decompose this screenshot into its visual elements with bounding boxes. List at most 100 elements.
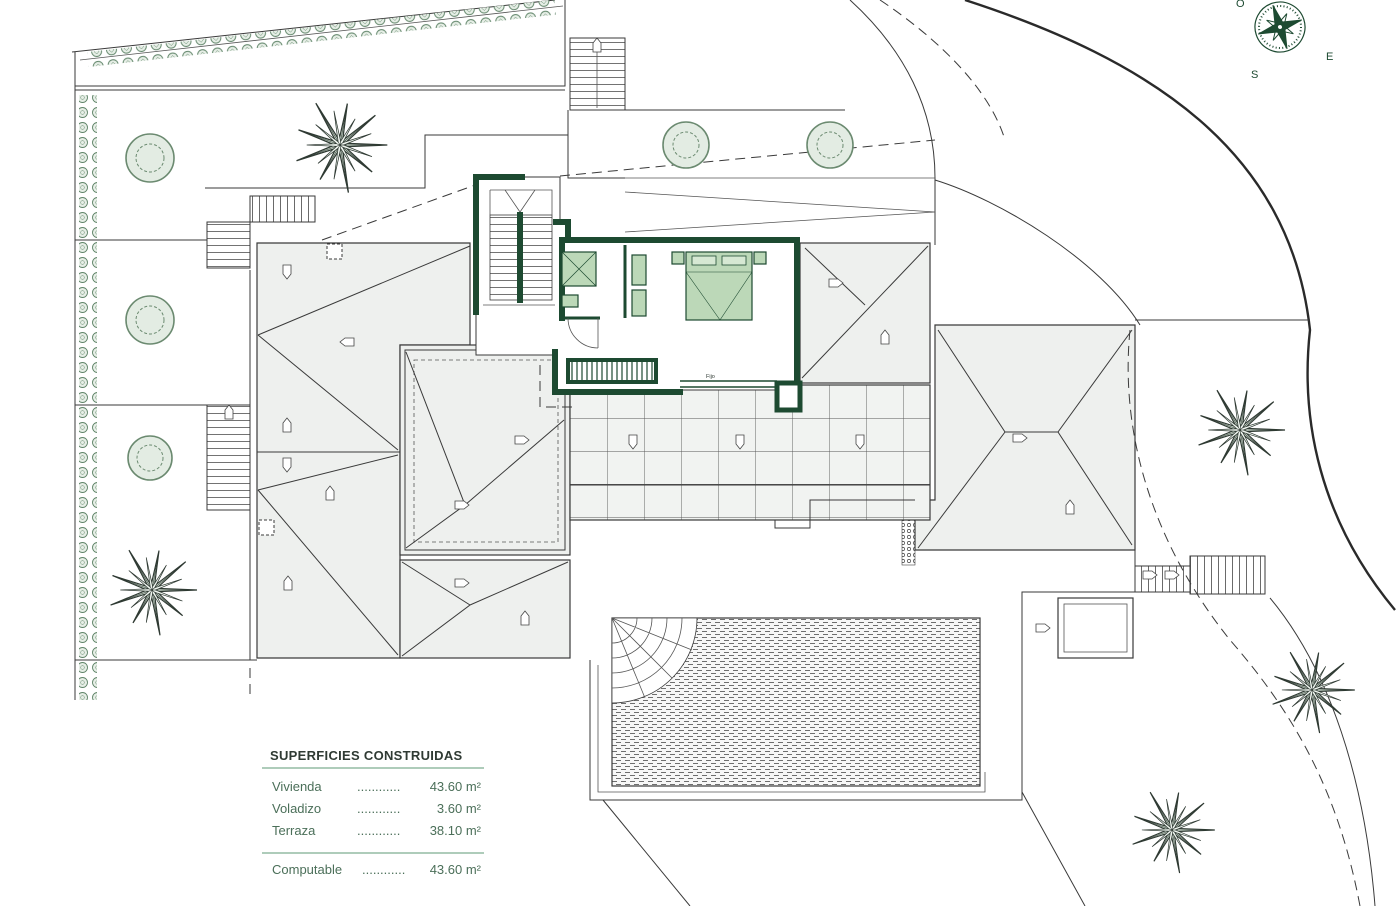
pool-steps <box>611 617 693 699</box>
site-edge-lines-south <box>602 791 1086 906</box>
pillow <box>721 255 747 266</box>
slope-arrow <box>1035 623 1051 633</box>
stair-east <box>1189 555 1266 595</box>
roof-vent <box>326 243 343 260</box>
nightstand <box>753 251 767 265</box>
summary-row-value: 38.10 m² <box>430 823 482 838</box>
east-landscape <box>934 0 1396 906</box>
roof-south-hips <box>401 561 569 657</box>
round-shrub <box>806 121 854 169</box>
dashed-path-curve <box>1127 329 1361 906</box>
shrub-texture <box>135 305 165 335</box>
compass-east-label: E <box>1326 51 1333 63</box>
window-label: Fijo <box>706 374 715 380</box>
hedge-row-bottom-edge <box>75 0 566 87</box>
stair-north <box>569 37 626 111</box>
shower-tray-slope <box>561 251 597 287</box>
round-shrub <box>662 121 710 169</box>
roof-northeast-hips <box>801 245 929 379</box>
built-area-summary: SUPERFICIES CONSTRUIDAS Vivienda .......… <box>262 748 484 877</box>
terrace-divider-lines <box>75 89 565 661</box>
palm-tree <box>1197 389 1286 476</box>
terrace <box>569 384 931 529</box>
wardrobe-unit <box>631 254 647 286</box>
summary-total-label: Computable <box>272 862 342 877</box>
north-garden-lines <box>205 0 1006 245</box>
pool-water <box>611 617 981 787</box>
roof-vent <box>258 519 275 536</box>
upper-floor-projection-dashed <box>539 365 572 408</box>
stair-west-lower <box>206 404 251 511</box>
pool-equipment-box <box>1057 597 1134 659</box>
summary-row-label: Vivienda <box>272 779 322 794</box>
summary-row-leader: ............ <box>357 801 400 816</box>
curved-garden-edge <box>849 0 936 245</box>
pillow <box>691 255 717 266</box>
stair-west-upper <box>206 221 251 269</box>
summary-row-leader: ............ <box>357 823 400 838</box>
roof-south <box>399 559 571 659</box>
palm-tree <box>1132 791 1216 874</box>
summary-row-value: 43.60 m² <box>430 779 482 794</box>
shrub-outline <box>806 121 854 169</box>
hedge-row-west <box>79 95 97 700</box>
pool-deck-inner-edge <box>597 665 986 793</box>
summary-row-leader: ............ <box>357 779 400 794</box>
plot-boundary-curve <box>964 0 1396 611</box>
summary-title: SUPERFICIES CONSTRUIDAS <box>270 748 463 763</box>
compass-rose: O S E <box>1236 0 1333 81</box>
driveway-edge <box>1269 597 1376 906</box>
shrub-texture <box>136 444 164 472</box>
west-garden-terraces <box>75 89 565 700</box>
walk-in-closet <box>566 358 658 384</box>
stair-west-upper-horizontal <box>249 195 316 223</box>
summary-row-label: Terraza <box>272 823 316 838</box>
summary-row-value: 3.60 m² <box>437 801 482 816</box>
shrub-outline <box>125 133 175 183</box>
eave-projection <box>624 177 936 233</box>
roof-planes <box>256 242 1136 659</box>
door-swing <box>567 317 599 349</box>
compass-west-label: O <box>1236 0 1245 10</box>
round-shrub <box>127 435 173 481</box>
roof-west-hips <box>257 245 471 656</box>
fixed-window <box>680 380 777 388</box>
roof-central-gutter-dashed <box>413 359 559 543</box>
shrub-outline <box>125 295 175 345</box>
roof-central <box>399 344 571 556</box>
terrace-paving <box>569 384 931 521</box>
nightstand <box>671 251 685 265</box>
roof-east-hips <box>917 329 1133 549</box>
site-boundary-northwest <box>71 0 566 700</box>
bed-cover-fold <box>685 271 753 321</box>
interior-stair-flight-right <box>519 214 553 301</box>
exterior-walls <box>473 174 800 395</box>
round-shrub <box>125 295 175 345</box>
hedge-row-north <box>87 0 556 67</box>
shrub-outline <box>662 121 710 169</box>
washbasin <box>561 294 579 308</box>
interior-stair-landing <box>483 189 555 306</box>
summary-row-label: Voladizo <box>272 801 321 816</box>
pool-deck-wall <box>589 550 1136 801</box>
compass-center <box>1277 24 1283 30</box>
shrub-outline <box>127 435 173 481</box>
dashed-setback-line <box>321 0 1006 241</box>
pool-equipment-box-inner <box>1063 603 1128 653</box>
wardrobe-unit <box>631 289 647 317</box>
shrub-texture <box>672 131 700 159</box>
shrub-texture <box>816 131 844 159</box>
palm-tree <box>109 549 198 636</box>
retaining-wall-line <box>205 109 845 189</box>
structural-pillar <box>774 380 803 413</box>
terrace-edge <box>570 484 930 529</box>
compass-south-label: S <box>1251 69 1258 81</box>
summary-total-value: 43.60 m² <box>430 862 482 877</box>
palm-tree <box>295 102 388 194</box>
garden-edge-curve <box>934 179 1310 326</box>
shrub-texture <box>135 143 165 173</box>
upper-floor: Fijo <box>473 174 803 413</box>
round-shrub <box>125 133 175 183</box>
summary-total-leader: ............ <box>362 862 405 877</box>
